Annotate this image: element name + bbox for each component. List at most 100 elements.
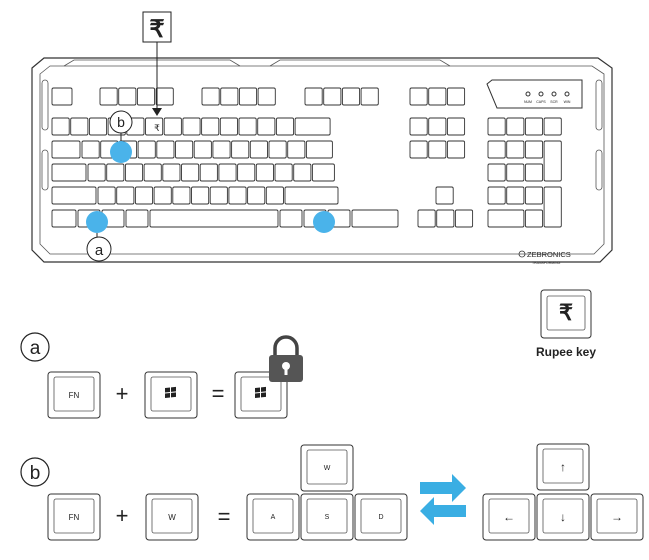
rupee-key-label: Rupee key (536, 345, 596, 359)
highlight-fn-key (86, 211, 108, 233)
section-a-marker: a (30, 338, 41, 359)
windows-logo-icon (255, 386, 266, 398)
equals-b: = (218, 504, 231, 529)
wasd-cluster: W A S D (246, 444, 408, 541)
key-d: D (354, 493, 408, 541)
key-letter (81, 140, 100, 159)
key-number (219, 117, 238, 136)
key-numpad-plus (543, 140, 562, 182)
right-arrow-icon: → (611, 510, 623, 524)
rupee-callout: ₹ (142, 11, 172, 116)
callout-a: a (86, 233, 112, 262)
key-number (201, 117, 220, 136)
key-letter (265, 186, 284, 205)
brand-tagline: TRANSFORMING (532, 261, 561, 265)
key-arrow-up (435, 186, 454, 205)
key-f (323, 87, 342, 106)
rupee-key: ₹ (540, 289, 592, 339)
key-ctrl (51, 209, 77, 228)
key-shift-left (51, 186, 97, 205)
key-s: S (300, 493, 354, 541)
key-nav (428, 117, 447, 136)
equals-a: = (212, 381, 225, 406)
key-f (341, 87, 361, 106)
indicator-panel: NUM CAPS SCR WIN (486, 79, 583, 109)
brand-name: ZEBRONICS (527, 250, 571, 259)
key-f (118, 87, 137, 106)
key-d-label: D (378, 514, 383, 521)
key-nav (446, 117, 466, 136)
key-numpad (487, 163, 506, 182)
key-numpad-dot (524, 209, 544, 228)
key-letter (156, 140, 175, 159)
key-numpad (524, 140, 544, 159)
key-space (149, 209, 279, 228)
key-arrow (436, 209, 455, 228)
plus-b: + (116, 503, 129, 528)
key-left: ← (482, 493, 536, 541)
fn-key-b: FN (47, 493, 101, 541)
key-sys (409, 87, 428, 106)
key-down: ↓ (536, 493, 590, 541)
key-letter (209, 186, 228, 205)
key-letter (116, 186, 135, 205)
key-letter (143, 163, 162, 182)
key-f (360, 87, 379, 106)
key-nav (409, 140, 428, 159)
key-f (238, 87, 258, 106)
key-letter (199, 163, 218, 182)
indicator-caps: CAPS (536, 100, 546, 104)
key-letter (218, 163, 237, 182)
key-letter (97, 186, 116, 205)
keyboard-rupee-glyph: ₹ (154, 123, 160, 133)
key-number (145, 117, 164, 136)
key-right: → (590, 493, 644, 541)
key-arrow (417, 209, 436, 228)
key-numpad-zero (487, 209, 525, 228)
key-numpad (543, 117, 562, 136)
indicator-num: NUM (524, 100, 532, 104)
section-a: a FN + = (20, 332, 303, 419)
key-number (88, 117, 108, 136)
key-ctrl-right (351, 209, 399, 228)
key-letter (137, 140, 156, 159)
key-letter (231, 140, 250, 159)
key-letter (124, 163, 144, 182)
key-letter (268, 140, 287, 159)
key-shift-right (284, 186, 339, 205)
key-sys (446, 87, 466, 106)
key-tab (51, 140, 81, 159)
key-nav (446, 140, 466, 159)
key-w-label: W (324, 465, 331, 472)
key-sys (428, 87, 447, 106)
key-a: A (246, 493, 300, 541)
key-f (257, 87, 276, 106)
section-b-marker: b (30, 463, 41, 484)
key-backspace (294, 117, 331, 136)
callout-a-label: a (95, 242, 104, 259)
key-letter (274, 163, 293, 182)
key-number (70, 117, 89, 136)
key-up: ↑ (536, 443, 590, 491)
swap-arrows-icon (420, 474, 466, 525)
key-letter (212, 140, 231, 159)
key-f (99, 87, 118, 106)
key-alt (125, 209, 149, 228)
fn-key-b-label: FN (69, 513, 80, 522)
arrow-cluster: ↑ ← ↓ → (482, 443, 644, 541)
key-numpad (487, 140, 506, 159)
key-w: W (300, 444, 354, 492)
indicator-win: WIN (564, 100, 571, 104)
key-letter (247, 186, 266, 205)
callout-b: b (109, 110, 133, 141)
key-s-label: S (325, 514, 330, 521)
key-letter (255, 163, 274, 182)
key-f (155, 87, 174, 106)
key-numpad (506, 117, 525, 136)
key-number (51, 117, 70, 136)
fn-key-a-label: FN (69, 391, 80, 400)
key-letter (249, 140, 268, 159)
key-numpad (506, 163, 525, 182)
key-nav (428, 140, 447, 159)
